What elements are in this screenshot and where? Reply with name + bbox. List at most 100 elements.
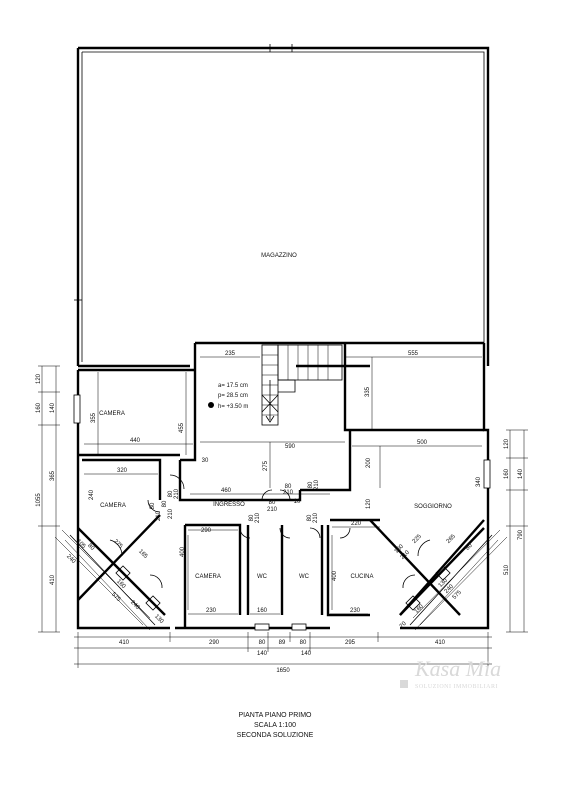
stair-tread: p= 28.5 cm xyxy=(218,393,248,399)
dim-text: 140 xyxy=(257,651,268,657)
dim-text: 410 xyxy=(50,574,56,585)
dim-text: 120 xyxy=(366,498,372,509)
dim-text: 230 xyxy=(350,608,361,614)
dim-text: 89 xyxy=(279,640,286,646)
dim-text: 500 xyxy=(417,440,428,446)
dim-text: 510 xyxy=(504,564,510,575)
dimension-texts: 235 555 335 590 275 440 455 30 355 320 2… xyxy=(36,351,524,674)
stair-height: h= +3.50 m xyxy=(218,404,248,410)
dim-text: 80 xyxy=(162,500,168,507)
dim-text: 240 xyxy=(129,600,141,612)
dim-text: 160 xyxy=(36,402,42,413)
dim-text: 165 xyxy=(137,549,149,561)
dim-text: 140 xyxy=(301,651,312,657)
room-camera-top: CAMERA xyxy=(99,411,125,417)
room-cucina: CUCINA xyxy=(350,574,373,580)
dim-text: 275 xyxy=(112,539,124,551)
dim-text: 355 xyxy=(91,412,97,423)
dim-text: 80 xyxy=(168,490,174,497)
dim-text: 340 xyxy=(476,476,482,487)
dim-text: 295 xyxy=(345,640,356,646)
dim-text: 160 xyxy=(414,603,426,615)
room-soggiorno: SOGGIORNO xyxy=(414,504,452,510)
dim-text: 140 xyxy=(50,402,56,413)
room-labels: MAGAZZINO CAMERA CAMERA INGRESSO SOGGIOR… xyxy=(99,253,452,580)
dim-text: 290 xyxy=(209,640,220,646)
level-icon xyxy=(208,402,214,408)
dim-text: 105 xyxy=(75,539,87,551)
dim-text: 160 xyxy=(115,579,127,591)
dim-text: 265 xyxy=(446,533,458,545)
dim-text: 1650 xyxy=(276,668,290,674)
windows xyxy=(73,394,491,631)
dim-text: 80 xyxy=(249,514,255,521)
dim-text: 80 xyxy=(285,484,292,490)
dim-text: 440 xyxy=(130,438,141,444)
dim-text: 10 xyxy=(294,499,301,505)
stair-riser: a= 17.5 cm xyxy=(218,383,248,389)
dim-text: 200 xyxy=(366,457,372,468)
dim-text: 575 xyxy=(110,592,122,604)
diagonal-bay-left xyxy=(64,527,166,631)
room-camera-bottom: CAMERA xyxy=(195,574,221,580)
dim-text: 80 xyxy=(150,502,156,509)
interior-walls xyxy=(77,453,485,630)
dim-text: 120 xyxy=(504,438,510,449)
doors xyxy=(109,474,431,589)
dim-text: 790 xyxy=(518,529,524,540)
dim-text: 210 xyxy=(400,549,412,561)
dim-text: 210 xyxy=(313,512,319,523)
dim-text: 210 xyxy=(255,512,261,523)
dim-text: 80 xyxy=(465,542,474,551)
caption-scale: SCALA 1:100 xyxy=(254,722,296,729)
dim-text: 140 xyxy=(518,468,524,479)
dim-text: 70 xyxy=(399,620,408,629)
dim-text: 80 xyxy=(300,640,307,646)
dim-text: 400 xyxy=(180,546,186,557)
dim-text: 80 xyxy=(86,543,95,552)
dim-text: 225 xyxy=(412,533,424,545)
dim-text: 30 xyxy=(202,458,209,464)
diagonal-bay-right xyxy=(399,527,499,631)
dim-text: 160 xyxy=(504,468,510,479)
dim-text: 210 xyxy=(267,507,278,513)
dim-text: 365 xyxy=(50,470,56,481)
dim-text: 210 xyxy=(156,510,162,521)
dim-text: 240 xyxy=(89,489,95,500)
watermark: Kasa Mia SOLUZIONI IMMOBILIARI xyxy=(400,656,501,690)
magazzino-walls xyxy=(74,44,490,368)
dim-text: 240 xyxy=(65,554,77,566)
dim-text: 235 xyxy=(225,351,236,357)
caption-title: PIANTA PIANO PRIMO xyxy=(239,712,313,719)
dim-text: 210 xyxy=(283,490,294,496)
dim-text: 220 xyxy=(351,521,362,527)
stair-notes: a= 17.5 cm p= 28.5 cm h= +3.50 m xyxy=(208,383,248,410)
dim-text: 160 xyxy=(394,543,406,555)
caption-solution: SECONDA SOLUZIONE xyxy=(237,732,314,739)
room-magazzino: MAGAZZINO xyxy=(261,253,297,259)
room-camera-mid: CAMERA xyxy=(100,503,126,509)
watermark-tagline: SOLUZIONI IMMOBILIARI xyxy=(415,684,498,690)
dim-text: 290 xyxy=(201,528,212,534)
room-ingresso: INGRESSO xyxy=(213,502,245,508)
dim-text: 575 xyxy=(452,589,464,601)
staircase xyxy=(261,344,343,426)
dim-text: 555 xyxy=(408,351,419,357)
dim-text: 410 xyxy=(119,640,130,646)
dim-text: 1055 xyxy=(36,493,42,507)
dim-text: 455 xyxy=(179,422,185,433)
dimension-lines xyxy=(38,356,528,668)
dim-text: 210 xyxy=(168,508,174,519)
dim-text: 80 xyxy=(269,500,276,506)
dim-text: 120 xyxy=(36,373,42,384)
dim-text: 230 xyxy=(206,608,217,614)
dim-text: 80 xyxy=(308,481,314,488)
dim-text: 130 xyxy=(153,614,165,626)
dim-text: 160 xyxy=(257,608,268,614)
dim-text: 460 xyxy=(221,488,232,494)
dim-text: 210 xyxy=(314,479,320,490)
dim-text: 275 xyxy=(263,460,269,471)
dim-text: 410 xyxy=(435,640,446,646)
watermark-logo-icon xyxy=(400,680,408,688)
